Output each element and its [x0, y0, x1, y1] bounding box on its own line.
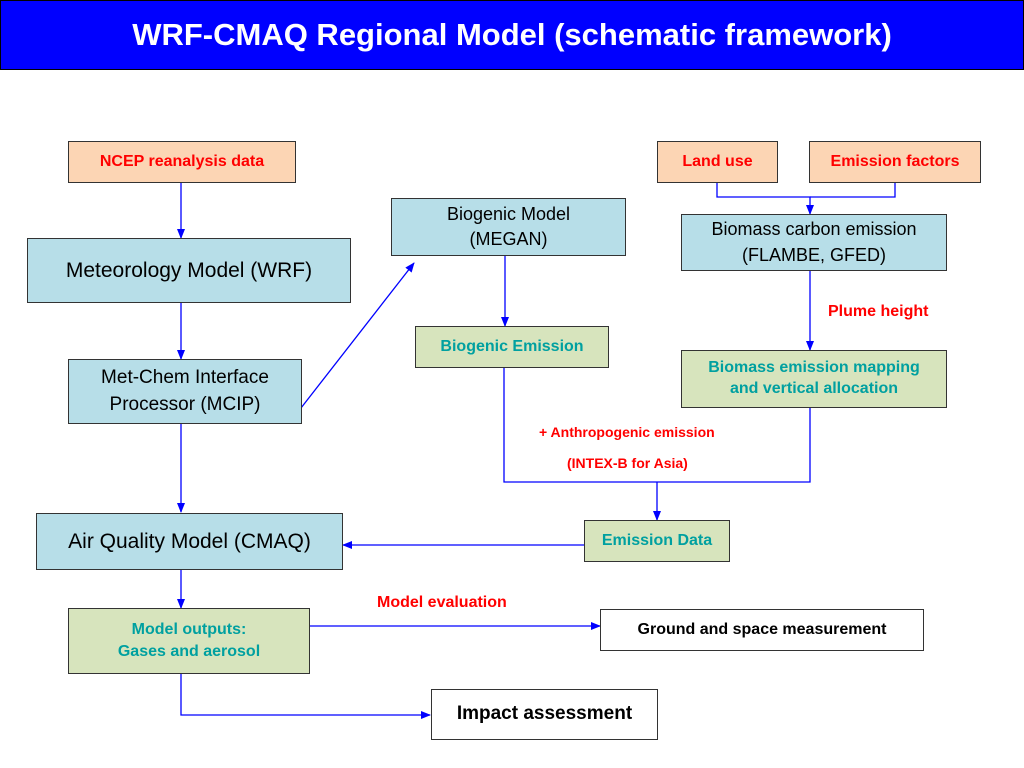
node-emission-data: Emission Data	[584, 520, 730, 562]
line-factors-to-biomass	[810, 183, 896, 198]
node-meteorology-model-wrf: Meteorology Model (WRF)	[27, 238, 351, 303]
node-biomass-carbon-emission: Biomass carbon emission (FLAMBE, GFED)	[681, 214, 947, 271]
node-land-use: Land use	[657, 141, 778, 183]
arrow-mcip-to-biogenic-model	[300, 262, 415, 409]
node-biogenic-model: Biogenic Model (MEGAN)	[391, 198, 626, 256]
slide-title: WRF-CMAQ Regional Model (schematic frame…	[132, 17, 892, 52]
node-mcip: Met-Chem Interface Processor (MCIP)	[68, 359, 302, 424]
label-plume-height: Plume height	[828, 303, 929, 320]
label-model-evaluation: Model evaluation	[377, 594, 507, 611]
node-biomass-emission-mapping: Biomass emission mapping and vertical al…	[681, 350, 947, 408]
node-biogenic-emission: Biogenic Emission	[415, 326, 609, 368]
title-bar: WRF-CMAQ Regional Model (schematic frame…	[0, 0, 1024, 70]
node-model-outputs: Model outputs: Gases and aerosol	[68, 608, 310, 674]
node-ncep-reanalysis: NCEP reanalysis data	[68, 141, 296, 183]
node-emission-factors: Emission factors	[809, 141, 981, 183]
arrow-outputs-to-impact	[180, 674, 431, 719]
node-impact-assessment: Impact assessment	[431, 689, 658, 740]
arrow-landuse-to-biomass	[716, 183, 814, 215]
label-intex-b: (INTEX-B for Asia)	[567, 455, 688, 471]
node-air-quality-model-cmaq: Air Quality Model (CMAQ)	[36, 513, 343, 570]
node-ground-space-measurement: Ground and space measurement	[600, 609, 924, 651]
label-anthropogenic-emission: + Anthropogenic emission	[539, 424, 715, 440]
